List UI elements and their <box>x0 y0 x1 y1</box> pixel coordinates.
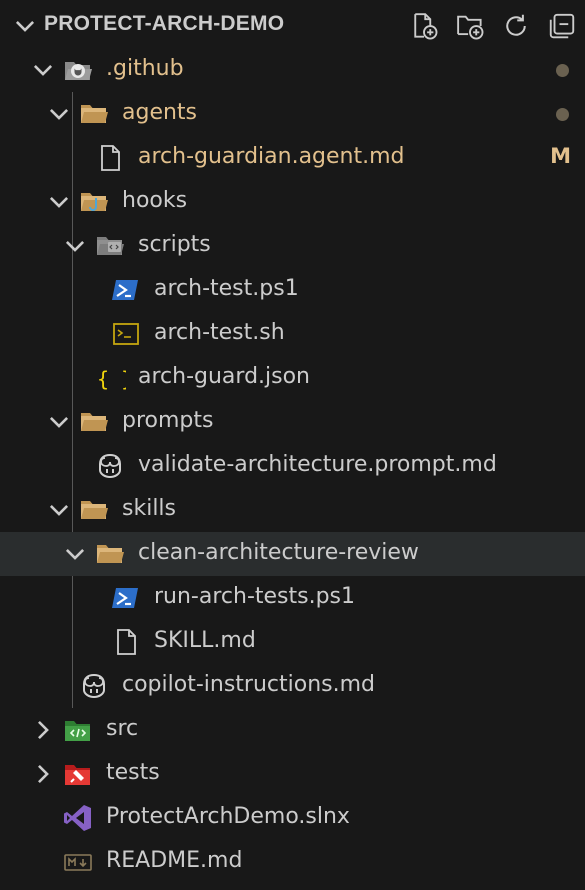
svg-text:{ }: { } <box>97 367 126 391</box>
tree-item-label: validate-architecture.prompt.md <box>138 452 497 477</box>
tree-item[interactable]: src <box>0 708 585 752</box>
modified-dot <box>556 64 569 77</box>
scripts-folder-icon <box>94 230 126 262</box>
github-folder-icon <box>62 54 94 86</box>
tree-item-label: .github <box>106 56 184 81</box>
chevron-right-icon[interactable] <box>30 761 56 787</box>
markdown-icon <box>62 846 94 878</box>
tree-item-label: README.md <box>106 848 243 873</box>
json-icon: { } <box>94 362 133 394</box>
tree-item[interactable]: arch-guardian.agent.md M <box>0 136 585 180</box>
chevron-down-icon[interactable] <box>46 409 72 435</box>
refresh-icon <box>506 14 526 36</box>
new-folder-icon <box>457 15 484 40</box>
hooks-folder-icon <box>78 186 110 218</box>
chevron-right-icon[interactable] <box>30 717 56 743</box>
tree-item[interactable]: run-arch-tests.ps1 <box>0 576 585 620</box>
powershell-icon <box>110 582 142 614</box>
modified-dot <box>556 108 569 121</box>
chevron-down-icon[interactable] <box>62 233 88 259</box>
folder-open-icon <box>78 98 110 130</box>
tree-item-label: SKILL.md <box>154 628 256 653</box>
folder-open-icon <box>94 538 126 570</box>
shell-icon <box>110 318 142 350</box>
tree-item-label: src <box>106 716 139 741</box>
tree-item[interactable]: agents <box>0 92 585 136</box>
tree-item[interactable]: arch-test.sh <box>0 312 585 356</box>
tree-item-label: tests <box>106 760 160 785</box>
chevron-down-icon[interactable] <box>46 101 72 127</box>
powershell-icon <box>110 274 142 306</box>
tree-item-label: ProtectArchDemo.slnx <box>106 804 350 829</box>
new-file-icon <box>414 13 438 40</box>
explorer-header[interactable]: PROTECT-ARCH-DEMO <box>0 0 585 52</box>
chevron-down-icon[interactable] <box>12 13 38 39</box>
copilot-icon <box>94 450 126 482</box>
visual-studio-icon <box>62 802 94 834</box>
tree-item-label: copilot-instructions.md <box>122 672 375 697</box>
tree-item[interactable]: prompts <box>0 400 585 444</box>
tree-item[interactable]: tests <box>0 752 585 796</box>
tree-item-label: prompts <box>122 408 214 433</box>
tree-item-label: agents <box>122 100 198 125</box>
tree-item-label: arch-guard.json <box>138 364 311 389</box>
tree-item-label: skills <box>122 496 177 521</box>
tree-item[interactable]: clean-architecture-review <box>0 532 585 576</box>
tree-item[interactable]: validate-architecture.prompt.md <box>0 444 585 488</box>
tree-item[interactable]: arch-test.ps1 <box>0 268 585 312</box>
collapse-all-icon <box>549 13 575 39</box>
tree-item-label: arch-test.sh <box>154 320 285 345</box>
tests-folder-icon <box>62 758 94 790</box>
tree-item-label: scripts <box>138 232 211 257</box>
tree-item-label: clean-architecture-review <box>138 540 419 565</box>
tree-item[interactable]: scripts <box>0 224 585 268</box>
workspace-title: PROTECT-ARCH-DEMO <box>44 12 285 35</box>
tree-item[interactable]: copilot-instructions.md <box>0 664 585 708</box>
file-icon <box>110 626 142 658</box>
tree-item-label: hooks <box>122 188 188 213</box>
tree-item-label: run-arch-tests.ps1 <box>154 584 356 609</box>
tree-item[interactable]: hooks <box>0 180 585 224</box>
indent-guide <box>72 92 73 708</box>
chevron-down-icon[interactable] <box>46 497 72 523</box>
chevron-down-icon[interactable] <box>30 57 56 83</box>
tree-item[interactable]: { } arch-guard.json <box>0 356 585 400</box>
tree-item-label: arch-test.ps1 <box>154 276 299 301</box>
chevron-down-icon[interactable] <box>46 189 72 215</box>
tree-item[interactable]: skills <box>0 488 585 532</box>
folder-open-icon <box>78 406 110 438</box>
git-status-badge: M <box>550 144 571 168</box>
tree-item[interactable]: ProtectArchDemo.slnx <box>0 796 585 840</box>
copilot-icon <box>78 670 110 702</box>
tree-item[interactable]: .github <box>0 48 585 92</box>
refresh-button[interactable] <box>499 8 533 44</box>
chevron-down-icon[interactable] <box>62 541 88 567</box>
file-icon <box>94 142 126 174</box>
new-folder-button[interactable] <box>453 8 487 44</box>
collapse-all-button[interactable] <box>545 8 579 44</box>
src-folder-icon <box>62 714 94 746</box>
tree-item[interactable]: SKILL.md <box>0 620 585 664</box>
folder-open-icon <box>78 494 110 526</box>
tree-item-label: arch-guardian.agent.md <box>138 144 405 169</box>
new-file-button[interactable] <box>407 8 441 44</box>
tree-item[interactable]: README.md <box>0 840 585 884</box>
